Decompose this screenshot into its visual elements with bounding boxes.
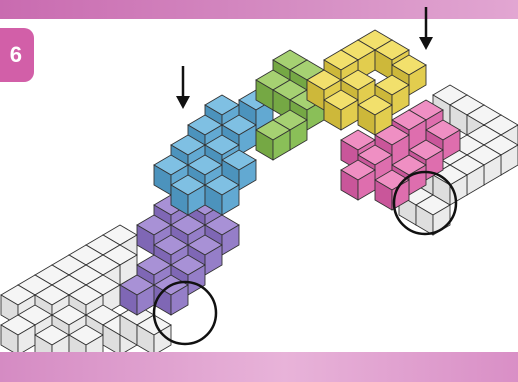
green-piece [256, 50, 324, 160]
step-number-badge: 6 [0, 28, 34, 82]
arrow-down-icon [419, 7, 433, 50]
arrow-down-icon [176, 66, 190, 109]
blue-piece [154, 90, 273, 215]
bottom-banner [0, 352, 518, 382]
